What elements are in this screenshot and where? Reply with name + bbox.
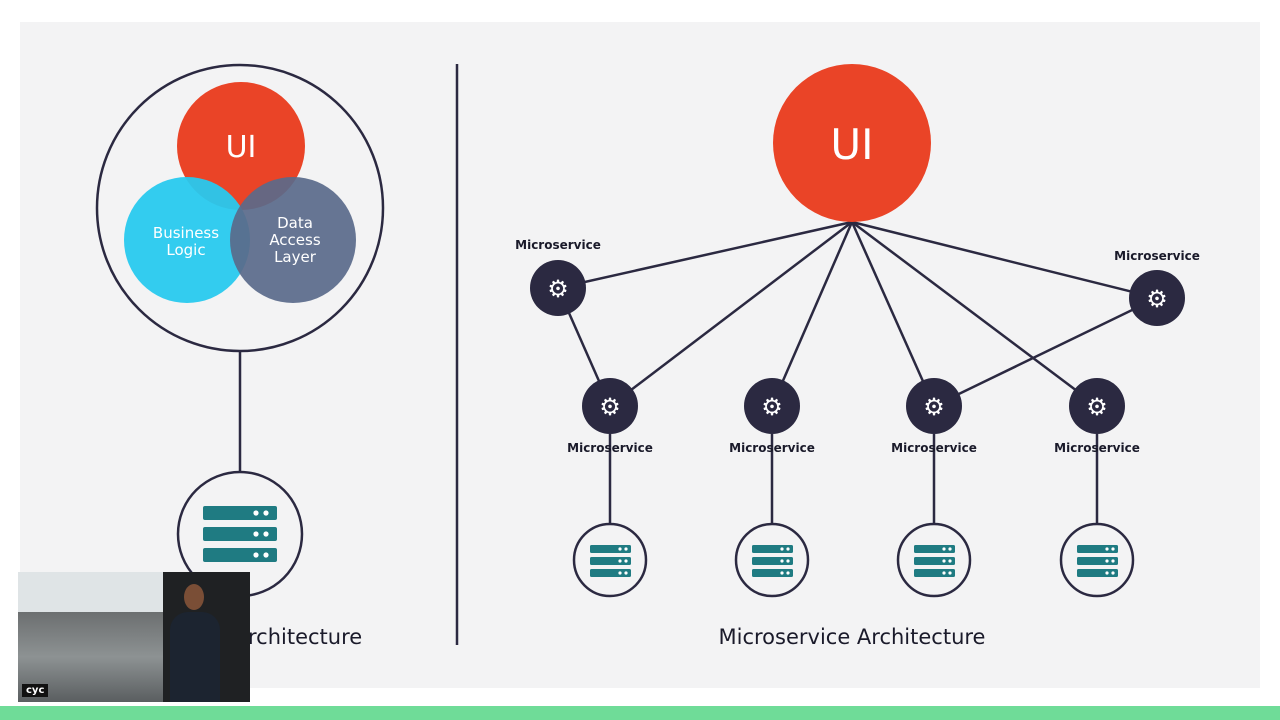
- database-icon: [914, 545, 955, 577]
- data-access-label-line1: Data: [277, 214, 313, 232]
- microservice-database-1: [572, 522, 648, 598]
- microservice-label: Microservice: [891, 441, 977, 455]
- gears-icon: ⚙: [1086, 393, 1108, 421]
- database-icon: [590, 545, 631, 577]
- monolith-database-icon: [203, 506, 277, 562]
- microservice-label: Microservice: [1114, 249, 1200, 263]
- monolith-ui-circle: [177, 82, 305, 210]
- microservice-database-2: [734, 522, 810, 598]
- microservice-node-top-right: ⚙: [1129, 270, 1185, 326]
- microservice-ui-label: UI: [830, 120, 873, 169]
- database-icon: [1077, 545, 1118, 577]
- microservice-caption: Microservice Architecture: [719, 625, 986, 649]
- microservice-label: Microservice: [515, 238, 601, 252]
- microservice-connectors: [556, 220, 1158, 524]
- microservice-ui-circle: [773, 64, 931, 222]
- database-icon: [752, 545, 793, 577]
- gears-icon: ⚙: [923, 393, 945, 421]
- monolith-ui-label: UI: [226, 130, 257, 165]
- monolith-data-access-circle: [230, 177, 356, 303]
- microservice-node-3: ⚙: [906, 378, 962, 434]
- microservice-database-4: [1059, 522, 1135, 598]
- data-access-label-line3: Layer: [274, 248, 317, 266]
- presenter-figure: [170, 612, 220, 702]
- data-access-label-line2: Access: [269, 231, 321, 249]
- gears-icon: ⚙: [761, 393, 783, 421]
- monolith-caption: rchitecture: [248, 625, 362, 649]
- business-logic-label-line2: Logic: [166, 241, 205, 259]
- business-logic-label-line1: Business: [153, 224, 219, 242]
- projector-screen: [18, 572, 163, 612]
- monolith-business-logic-circle: [124, 177, 250, 303]
- gears-icon: ⚙: [1146, 285, 1168, 313]
- microservice-node-4: ⚙: [1069, 378, 1125, 434]
- microservice-label: Microservice: [729, 441, 815, 455]
- webcam-label: cyc: [22, 684, 49, 697]
- bottom-accent-bar: [0, 706, 1280, 720]
- microservice-label: Microservice: [567, 441, 653, 455]
- webcam-overlay: cyc: [18, 572, 250, 702]
- microservice-node-1: ⚙: [582, 378, 638, 434]
- gears-icon: ⚙: [547, 275, 569, 303]
- microservice-database-3: [896, 522, 972, 598]
- presenter-head: [184, 584, 204, 610]
- gears-icon: ⚙: [599, 393, 621, 421]
- microservice-node-top-left: ⚙: [530, 260, 586, 316]
- microservice-node-2: ⚙: [744, 378, 800, 434]
- microservice-label: Microservice: [1054, 441, 1140, 455]
